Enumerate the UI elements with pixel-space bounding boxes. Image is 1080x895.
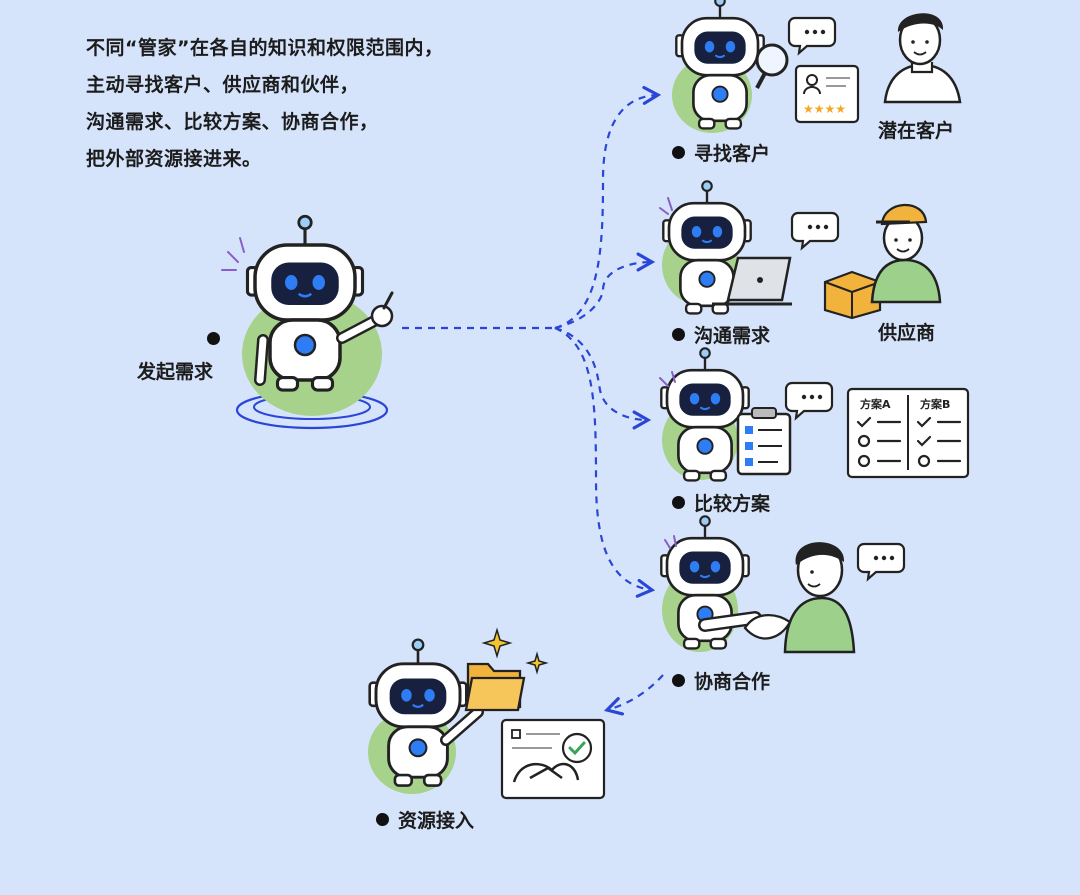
package-box-icon — [823, 270, 882, 320]
chat-bubble-icon — [784, 381, 834, 420]
step-label-communicate: 沟通需求 — [672, 321, 770, 348]
step-label-compare: 比较方案 — [672, 489, 770, 516]
intro-line: 主动寻找客户、供应商和伙伴， — [86, 74, 360, 96]
potential-customer-person — [883, 13, 962, 104]
result-potential-customers: 潜在客户 — [878, 120, 955, 142]
intro-line: 不同“管家”在各自的知识和权限范围内， — [86, 37, 444, 59]
origin-dot — [207, 332, 220, 345]
plan-b-label: 方案B — [920, 397, 950, 411]
robot-negotiate — [659, 515, 751, 652]
intro-line: 沟通需求、比较方案、协商合作， — [86, 111, 379, 133]
svg-text:★★★★: ★★★★ — [803, 102, 846, 116]
intro-text: 不同“管家”在各自的知识和权限范围内， 主动寻找客户、供应商和伙伴， 沟通需求、… — [86, 30, 443, 178]
folder-icon — [464, 662, 526, 712]
chat-bubble-icon — [856, 542, 906, 581]
arrow-to-communicate — [554, 252, 656, 330]
handshake-icon — [698, 611, 792, 640]
intro-line: 把外部资源接进来。 — [86, 148, 262, 170]
arrow-to-find-customers — [554, 85, 662, 330]
chat-bubble-icon — [790, 211, 840, 250]
step-label-negotiate: 协商合作 — [672, 667, 770, 694]
arrow-to-negotiate — [554, 326, 656, 598]
sparkle-icon — [481, 627, 549, 675]
arrow-to-resource — [603, 674, 664, 716]
origin-robot — [221, 214, 394, 430]
robot-compare — [659, 347, 792, 482]
final-label: 资源接入 — [376, 806, 474, 833]
robot-find-customers — [672, 0, 789, 133]
step-label-find-customers: 寻找客户 — [672, 139, 770, 166]
arrow-to-compare — [554, 326, 652, 430]
agreement-card-icon — [500, 718, 606, 800]
result-supplier: 供应商 — [878, 322, 936, 344]
plan-a-label: 方案A — [860, 397, 891, 411]
plan-comparison-card: 方案A 方案B — [846, 387, 970, 479]
partner-person — [783, 542, 856, 654]
robot-communicate — [659, 180, 792, 315]
robot-resource — [368, 638, 484, 794]
profile-card-icon: ★★★★ — [794, 64, 860, 124]
chat-bubble-icon — [787, 16, 837, 55]
origin-label: 发起需求 — [137, 361, 214, 383]
supplier-person — [870, 203, 942, 304]
flow-arrows — [402, 85, 664, 716]
